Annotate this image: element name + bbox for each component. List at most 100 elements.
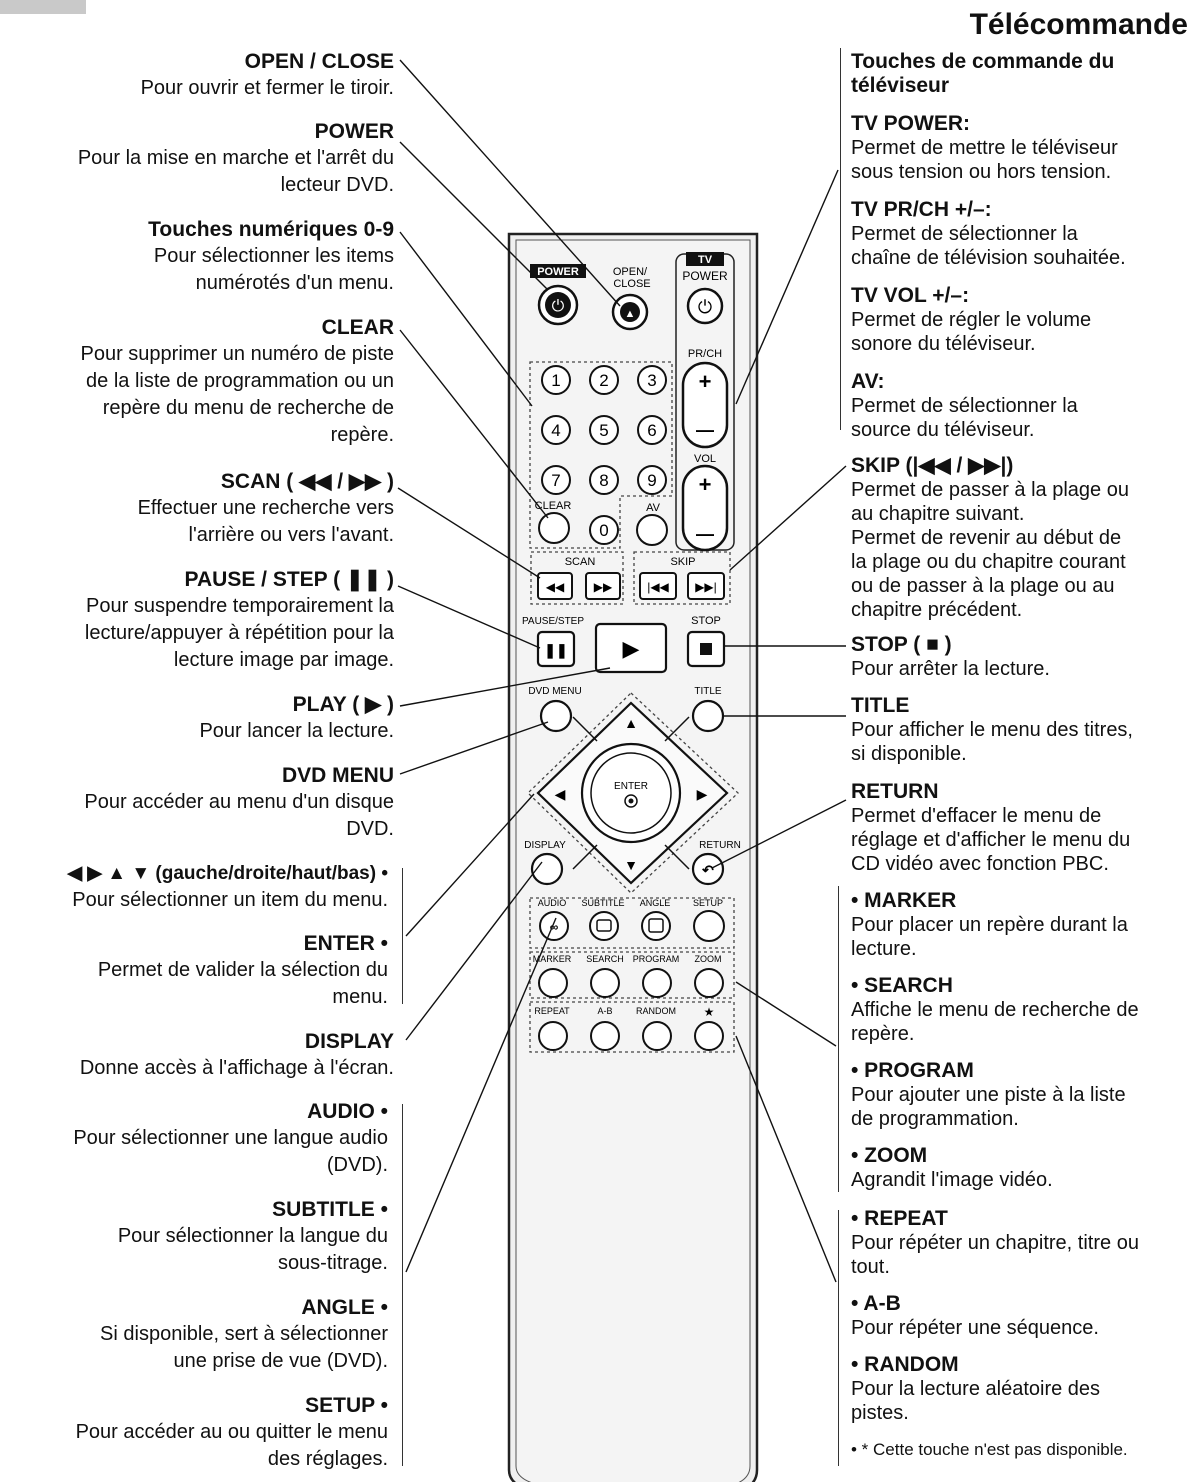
digit-9-button[interactable] (637, 465, 667, 495)
power-badge (530, 264, 586, 278)
audio-button[interactable]: ∞ (539, 911, 569, 941)
play-icon: ▶ (623, 636, 640, 661)
left-arrow-icon[interactable]: ◀ (555, 786, 566, 802)
keypad-group-outline (529, 361, 673, 549)
vol-rocker[interactable] (681, 464, 729, 552)
digit-6-button[interactable] (637, 415, 667, 445)
setup-button[interactable] (693, 910, 725, 942)
dvd-menu-button[interactable] (539, 699, 573, 733)
tv-power-label: POWER (682, 269, 728, 283)
digit-2-button[interactable] (589, 365, 619, 395)
section-bracket-right-2 (838, 886, 839, 1192)
program-label: PROGRAM (633, 954, 680, 964)
desc-av: AV:Permet de sélectionner la source du t… (851, 370, 1078, 441)
enter-button[interactable] (590, 752, 672, 834)
dvd-menu-label: DVD MENU (528, 686, 581, 697)
play-button[interactable]: ▶ (594, 622, 668, 674)
search-button[interactable] (590, 968, 620, 998)
right-arrow-icon[interactable]: ▶ (697, 786, 708, 802)
digit-3-button[interactable] (637, 365, 667, 395)
digit-1-button[interactable] (541, 365, 571, 395)
marker-button[interactable] (538, 968, 568, 998)
desc-tv-prch: TV PR/CH +/–:Permet de sélectionner la c… (851, 198, 1126, 269)
vol-plus-icon: + (699, 472, 712, 497)
prch-rocker[interactable] (681, 361, 729, 449)
leader-numeric (399, 231, 533, 407)
leader-tv-controls (735, 169, 839, 405)
skip-back-button[interactable]: |◀◀ (639, 572, 677, 600)
open-close-label-1: OPEN/ (613, 266, 648, 278)
desc-arrows: ◀ ▶ ▲ ▼ (gauche/droite/haut/bas) •Pour s… (67, 863, 388, 911)
open-close-button[interactable]: ▲ (611, 293, 649, 331)
up-arrow-icon[interactable]: ▲ (624, 715, 638, 731)
return-button[interactable]: ↶ (691, 852, 725, 886)
scan-forward-button[interactable]: ▶▶ (585, 572, 621, 600)
digit-4-label: 4 (551, 421, 560, 440)
ab-button[interactable] (590, 1021, 620, 1051)
leader-open-close (399, 59, 621, 307)
clear-button[interactable] (538, 512, 570, 544)
digit-8-button[interactable] (589, 465, 619, 495)
digit-2-label: 2 (599, 371, 608, 390)
star-button[interactable] (694, 1021, 724, 1051)
audio-group-outline (529, 897, 735, 949)
title-button[interactable] (691, 699, 725, 733)
leader-marker-group (735, 981, 837, 1047)
pause-step-button[interactable]: ❚❚ (536, 630, 576, 668)
skip-forward-button[interactable]: ▶▶| (687, 572, 725, 600)
digit-9-label: 9 (647, 471, 656, 490)
scan-back-button[interactable]: ◀◀ (537, 572, 573, 600)
leader-display (405, 861, 543, 1041)
enter-icon (624, 794, 638, 808)
nav-group-outline (527, 692, 739, 894)
repeat-button[interactable] (538, 1021, 568, 1051)
digit-5-button[interactable] (589, 415, 619, 445)
digit-0-button[interactable] (589, 515, 619, 545)
audio-label: AUDIO (538, 898, 567, 908)
tv-power-button[interactable]: ⏻ (686, 287, 724, 325)
digit-8-label: 8 (599, 471, 608, 490)
down-arrow-icon[interactable]: ▼ (624, 857, 638, 873)
desc-scan: SCAN ( ◀◀ / ▶▶ )Effectuer une recherche … (137, 470, 394, 546)
leader-arrows (405, 793, 535, 937)
stop-label: STOP (691, 615, 721, 627)
program-button[interactable] (642, 968, 672, 998)
footnote: • * Cette touche n'est pas disponible. (851, 1440, 1128, 1459)
digit-1-label: 1 (551, 371, 560, 390)
pause-icon: ❚❚ (544, 642, 567, 659)
prch-label: PR/CH (688, 348, 722, 360)
display-button[interactable] (530, 852, 564, 886)
desc-pause-step: PAUSE / STEP ( ❚❚ )Pour suspendre tempor… (84, 568, 394, 671)
angle-label: ANGLE (640, 898, 671, 908)
stop-button[interactable] (686, 630, 726, 668)
tv-badge-label: TV (698, 254, 713, 266)
digit-7-label: 7 (551, 471, 560, 490)
av-button[interactable] (636, 514, 668, 546)
random-button[interactable] (642, 1021, 672, 1051)
digit-5-label: 5 (599, 421, 608, 440)
nav-divider-ne (664, 716, 690, 742)
desc-setup: SETUP •Pour accéder au ou quitter le men… (75, 1394, 388, 1470)
angle-button[interactable] (641, 911, 671, 941)
eject-icon: ▲ (625, 308, 636, 320)
leader-clear (399, 329, 549, 519)
skip-group-outline (633, 551, 731, 605)
marker-group-outline (529, 951, 735, 999)
leader-play (399, 667, 611, 707)
digit-7-button[interactable] (541, 465, 571, 495)
zoom-button[interactable] (694, 968, 724, 998)
digit-4-button[interactable] (541, 415, 571, 445)
audio-icon: ∞ (550, 920, 559, 934)
power-button[interactable]: ⏻ (537, 284, 579, 326)
nav-divider-se (664, 844, 690, 870)
leader-skip (729, 465, 847, 571)
subtitle-button[interactable] (589, 911, 619, 941)
